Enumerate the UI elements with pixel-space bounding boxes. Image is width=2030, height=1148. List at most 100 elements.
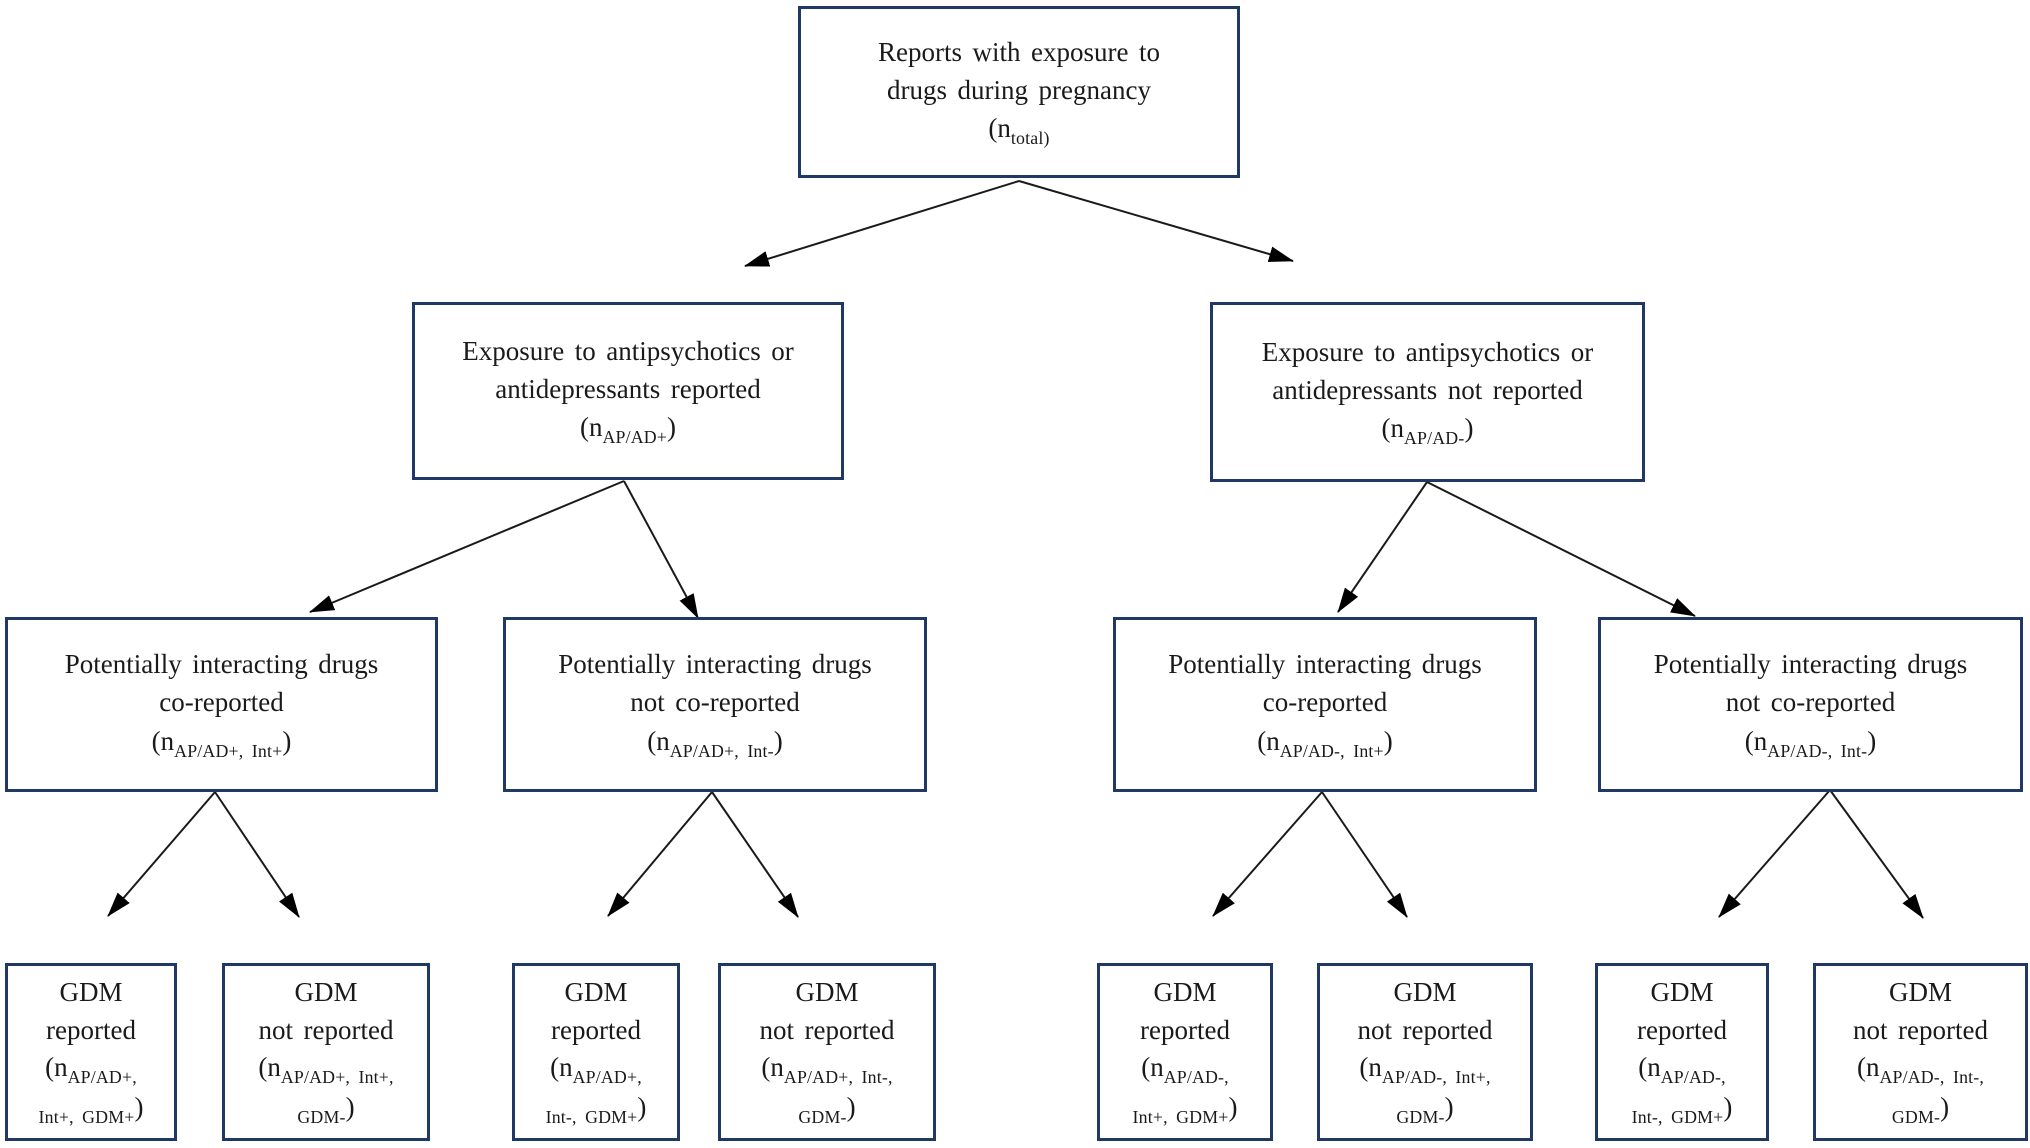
flow-arrow-ann-to-gdm7 bbox=[1718, 789, 1831, 918]
node-text-line: not reported bbox=[259, 1012, 394, 1049]
subscript-text: AP/AD+, bbox=[572, 1066, 642, 1087]
text-segment: Reports with exposure to bbox=[877, 36, 1161, 67]
text-segment: not co-reported bbox=[1725, 687, 1896, 718]
node-text-line: (nAP/AD+, bbox=[45, 1049, 137, 1089]
subscript-text: AP/AD+, Int+ bbox=[174, 740, 283, 761]
node-text-line: GDM-) bbox=[1396, 1089, 1453, 1129]
text-segment: not co-reported bbox=[630, 687, 800, 718]
text-segment: GDM bbox=[294, 977, 358, 1008]
text-segment: ) bbox=[345, 1092, 355, 1123]
text-segment: (n bbox=[550, 1051, 573, 1082]
node-text-line: not reported bbox=[1358, 1012, 1493, 1049]
node-text-line: (nAP/AD-) bbox=[1382, 409, 1474, 451]
node-interacting-not-co-reported-apad-pos: Potentially interacting drugs not co-repo… bbox=[503, 617, 927, 792]
subscript-text: Int-, GDM+ bbox=[545, 1107, 638, 1128]
node-text-line: Potentially interacting drugs bbox=[558, 645, 872, 683]
subscript-text: total) bbox=[1010, 128, 1050, 149]
text-segment: reported bbox=[46, 1014, 136, 1045]
subscript-text: AP/AD-, bbox=[1163, 1066, 1229, 1087]
subscript-text: GDM- bbox=[297, 1107, 346, 1128]
flow-arrow-apad_pos-to-app bbox=[309, 480, 625, 613]
node-text-line: GDM bbox=[795, 974, 858, 1011]
node-text-line: GDM-) bbox=[798, 1089, 855, 1129]
text-segment: not reported bbox=[1853, 1014, 1988, 1045]
node-text-line: Exposure to antipsychotics or bbox=[1262, 333, 1594, 371]
text-segment: ) bbox=[667, 412, 677, 443]
subscript-text: AP/AD+, Int+, bbox=[280, 1066, 394, 1087]
subscript-text: AP/AD+ bbox=[602, 427, 668, 448]
flow-arrow-anp-to-gdm5 bbox=[1212, 791, 1323, 917]
text-segment: ) bbox=[134, 1092, 144, 1123]
node-exposure-reported: Exposure to antipsychotics or antidepress… bbox=[412, 302, 844, 480]
subscript-text: AP/AD+, Int-, bbox=[783, 1066, 893, 1087]
text-segment: co-reported bbox=[1262, 687, 1388, 718]
node-text-line: not reported bbox=[1853, 1012, 1988, 1049]
node-text-line: antidepressants reported bbox=[495, 370, 760, 408]
text-segment: reported bbox=[1637, 1014, 1727, 1045]
node-interacting-not-co-reported-apad-neg: Potentially interacting drugs not co-repo… bbox=[1598, 617, 2023, 792]
text-segment: not reported bbox=[258, 1014, 394, 1045]
subscript-text: AP/AD-, Int-, bbox=[1879, 1066, 1985, 1087]
text-segment: ) bbox=[1228, 1092, 1238, 1123]
node-text-line: (nAP/AD+) bbox=[580, 408, 676, 450]
text-segment: GDM bbox=[564, 977, 628, 1008]
node-text-line: (nAP/AD-, Int+) bbox=[1257, 722, 1393, 764]
node-text-line: (nAP/AD-, bbox=[1141, 1049, 1229, 1089]
text-segment: (n bbox=[647, 725, 670, 756]
flow-arrow-apad_neg-to-ann bbox=[1426, 481, 1696, 617]
node-text-line: Potentially interacting drugs bbox=[1168, 645, 1482, 683]
subscript-text: Int+, GDM+ bbox=[38, 1107, 135, 1128]
text-segment: (n bbox=[1141, 1051, 1164, 1082]
subscript-text: Int-, GDM+ bbox=[1631, 1107, 1724, 1128]
subscript-text: GDM- bbox=[1396, 1107, 1445, 1128]
subscript-text: AP/AD+, Int- bbox=[669, 740, 774, 761]
node-text-line: Potentially interacting drugs bbox=[1654, 645, 1968, 683]
text-segment: ) bbox=[1723, 1092, 1733, 1123]
text-segment: Exposure to antipsychotics or bbox=[1261, 336, 1594, 367]
node-text-line: co-reported bbox=[1263, 683, 1387, 721]
node-text-line: Exposure to antipsychotics or bbox=[462, 332, 794, 370]
node-text-line: (nAP/AD+, Int+, bbox=[258, 1049, 393, 1089]
text-segment: co-reported bbox=[159, 687, 284, 718]
node-text-line: GDM bbox=[1393, 974, 1456, 1011]
text-segment: (n bbox=[1744, 725, 1768, 756]
text-segment: ) bbox=[1867, 725, 1877, 756]
flow-arrow-ann-to-gdm8 bbox=[1829, 789, 1924, 919]
text-segment: GDM bbox=[1153, 977, 1217, 1008]
text-segment: ) bbox=[282, 725, 292, 756]
node-text-line: GDM-) bbox=[297, 1089, 354, 1129]
node-text-line: (nAP/AD+, Int+) bbox=[152, 722, 292, 764]
text-segment: ) bbox=[846, 1092, 856, 1123]
text-segment: GDM bbox=[795, 977, 859, 1008]
flow-arrow-apad_neg-to-anp bbox=[1337, 481, 1428, 613]
flow-arrow-app-to-gdm1 bbox=[107, 791, 216, 917]
flow-arrow-root-to-apad_neg bbox=[1018, 180, 1294, 262]
node-text-line: not co-reported bbox=[630, 683, 799, 721]
node-interacting-co-reported-apad-neg: Potentially interacting drugs co-reported… bbox=[1113, 617, 1537, 792]
flow-arrow-apn-to-gdm3 bbox=[607, 791, 713, 917]
subscript-text: AP/AD-, bbox=[1660, 1066, 1726, 1087]
flow-arrow-apn-to-gdm4 bbox=[711, 791, 799, 918]
node-text-line: GDM bbox=[1153, 974, 1216, 1011]
subscript-text: Int+, GDM+ bbox=[1132, 1107, 1229, 1128]
text-segment: Exposure to antipsychotics or bbox=[462, 335, 794, 366]
node-text-line: Int+, GDM+) bbox=[1133, 1089, 1238, 1129]
text-segment: ) bbox=[1464, 413, 1474, 444]
subscript-text: AP/AD-, Int+, bbox=[1381, 1066, 1491, 1087]
text-segment: GDM bbox=[1650, 977, 1714, 1008]
text-segment: (n bbox=[1856, 1051, 1880, 1082]
node-text-line: reported bbox=[551, 1012, 641, 1049]
text-segment: ) bbox=[1383, 725, 1393, 756]
flow-arrow-apad_pos-to-apn bbox=[623, 480, 699, 619]
text-segment: not reported bbox=[759, 1014, 895, 1045]
text-segment: (n bbox=[258, 1051, 281, 1082]
node-text-line: Reports with exposure to bbox=[878, 33, 1160, 71]
node-text-line: not co-reported bbox=[1726, 683, 1895, 721]
